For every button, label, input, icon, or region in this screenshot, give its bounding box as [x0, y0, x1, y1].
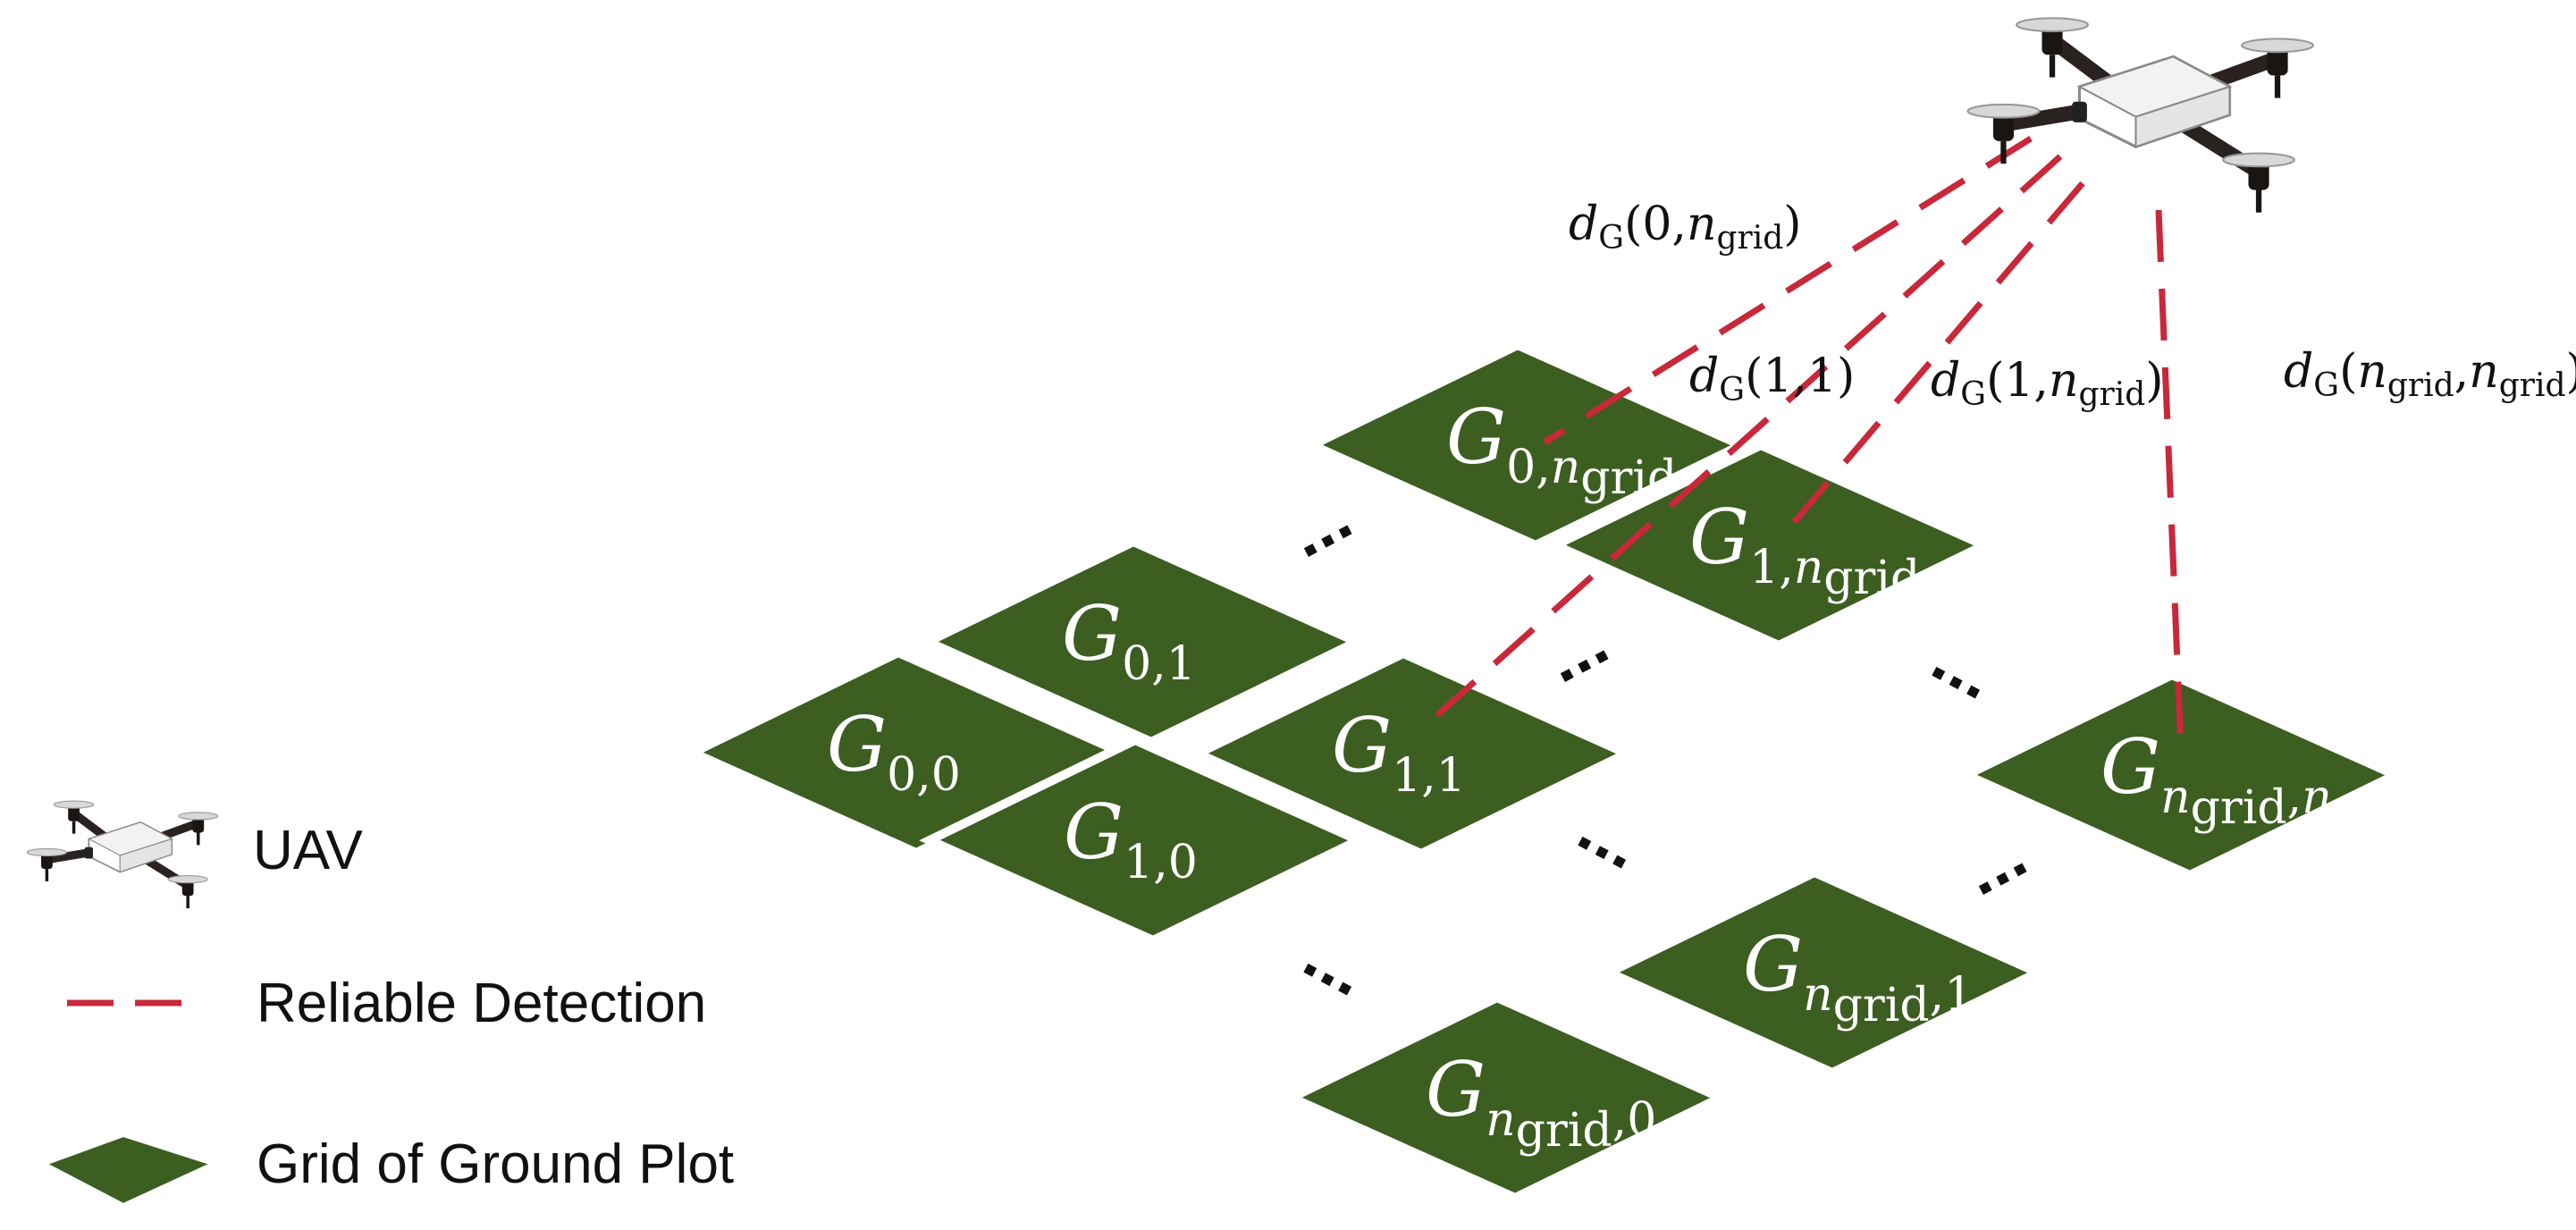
ground-plot-shape [919, 735, 1369, 946]
ground-plot-g1n: G1,ngrid [1545, 440, 1995, 651]
ellipsis-icon [1578, 836, 1627, 869]
detection-lines [1435, 136, 2185, 750]
ground-plot-gnn: Gngrid,ngrid [1956, 670, 2429, 880]
detection-line-gnn [2155, 209, 2185, 750]
ground-plot-label: G0,1 [1062, 590, 1196, 691]
ground-plot-label: G1,1 [1332, 702, 1466, 803]
ground-plot-gn1: Gngrid,1 [1598, 867, 2049, 1078]
ground-plot-shape [1281, 992, 1731, 1203]
distance-label-n-n: dG(ngrid,ngrid) [2284, 345, 2576, 404]
ground-plot-g01: G0,1 [917, 536, 1368, 747]
ellipsis-icon [1560, 650, 1609, 682]
distance-label-1-1: dG(1,1) [1689, 350, 1855, 409]
ellipsis-icon [1303, 525, 1352, 557]
distance-label-0-n: dG(0,ngrid) [1569, 198, 1802, 257]
ellipsis-group [1303, 525, 2027, 996]
ground-plot-label: G1,0 [1064, 788, 1198, 889]
distance-label-1-n: dG(1,ngrid) [1931, 354, 2164, 413]
legend-uav-icon [27, 801, 217, 908]
ellipsis-icon [1303, 963, 1352, 996]
ground-plot-label: G0,0 [827, 701, 961, 802]
ground-plot-label: Gngrid,0 [1426, 1046, 1656, 1158]
legend-uav-label: UAV [253, 820, 364, 881]
ground-plot-label: Gngrid,ngrid [2100, 723, 2429, 835]
legend-plot-icon [40, 1133, 218, 1208]
detection-line-g0n [1543, 136, 2033, 445]
uav-drone-icon [1968, 18, 2313, 212]
legend-plot-label: Grid of Ground Plot [257, 1133, 734, 1195]
legend: UAV Reliable Detection Grid of Ground Pl… [27, 801, 734, 1208]
legend-detection-label: Reliable Detection [257, 973, 706, 1034]
detection-line-g11 [1435, 154, 2063, 718]
ground-plot-shape [1545, 440, 1995, 651]
ground-plot-shape [1187, 648, 1637, 859]
distance-labels: dG(0,ngrid) dG(1,1) dG(1,ngrid) dG(ngrid… [1569, 198, 2576, 413]
ellipsis-icon [1932, 666, 1981, 699]
ellipsis-icon [1978, 863, 2027, 895]
ground-plot-g11: G1,1 [1187, 648, 1637, 859]
ground-plot-g10: G1,0 [919, 735, 1369, 946]
ground-plot-label: Gngrid,1 [1743, 921, 1974, 1032]
ground-plot-label: G1,ngrid [1689, 493, 1920, 605]
ground-plot-grid: G0,0G0,1G1,0G1,1G0,ngridG1,ngridGngrid,0… [682, 340, 2429, 1203]
ground-plot-shape [1598, 867, 2049, 1078]
ground-plot-gn0: Gngrid,0 [1281, 992, 1731, 1203]
ground-plot-shape [917, 536, 1368, 747]
ground-plot-shape [1956, 670, 2406, 880]
